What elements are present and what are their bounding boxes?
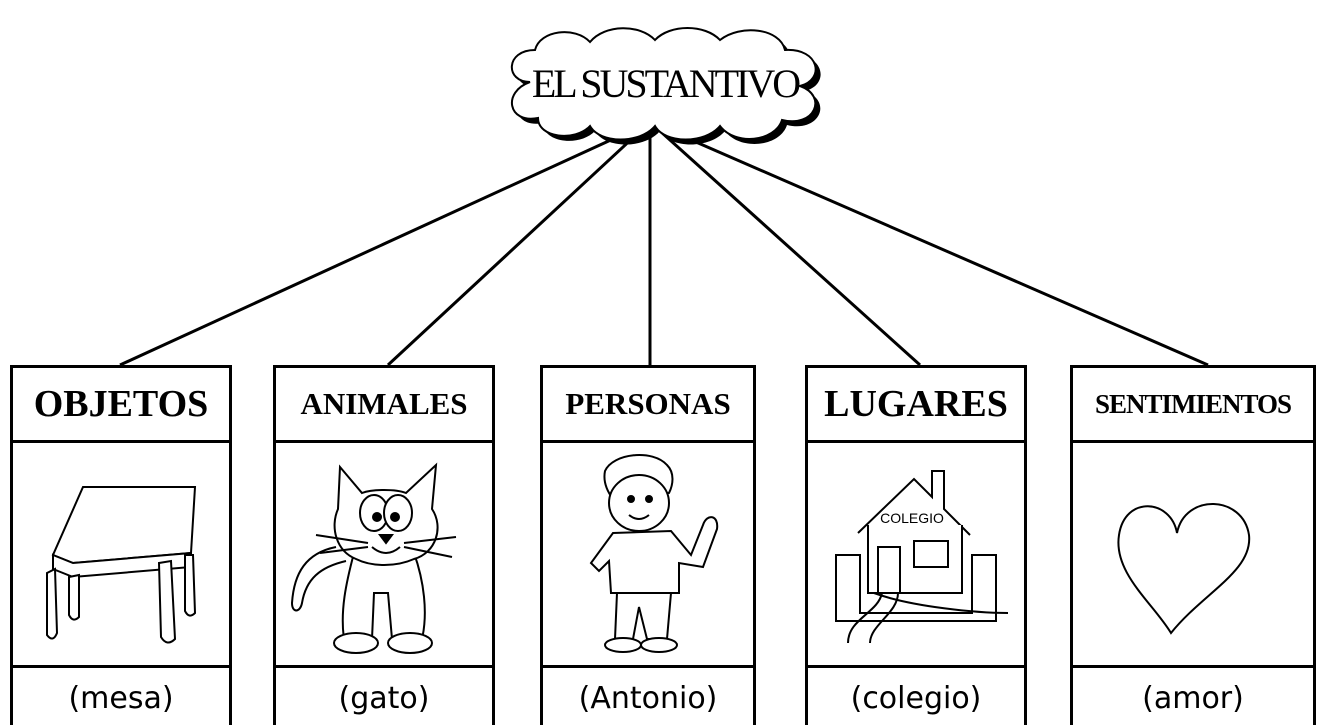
school-sign: COLEGIO: [880, 510, 944, 526]
root-cloud: EL SUSTANTIVO: [490, 20, 840, 150]
category-card-personas: PERSONAS (Antonio): [540, 365, 756, 725]
school-icon: COLEGIO: [835, 470, 1009, 644]
category-example: (mesa): [68, 680, 174, 716]
root-title: EL SUSTANTIVO: [531, 61, 801, 106]
connector-objetos: [119, 120, 651, 367]
card-header: PERSONAS: [543, 368, 753, 443]
card-image: [1073, 443, 1313, 668]
person-icon: [589, 454, 719, 653]
card-header: ANIMALES: [276, 368, 492, 443]
card-footer: (gato): [276, 668, 492, 728]
card-footer: (mesa): [13, 668, 229, 728]
card-footer: (colegio): [808, 668, 1024, 728]
category-card-animales: ANIMALES (gato): [273, 365, 495, 725]
category-example: (amor): [1142, 680, 1244, 716]
category-title: OBJETOS: [33, 383, 209, 425]
cat-icon: [290, 462, 457, 654]
category-card-sentimientos: SENTIMIENTOS (amor): [1070, 365, 1316, 725]
connector-animales: [386, 120, 652, 367]
card-header: SENTIMIENTOS: [1073, 368, 1313, 443]
card-header: OBJETOS: [13, 368, 229, 443]
card-image: [13, 443, 229, 668]
card-footer: (Antonio): [543, 668, 753, 728]
category-example: (gato): [338, 680, 430, 716]
category-example: (colegio): [850, 680, 982, 716]
card-image: [543, 443, 753, 668]
connector-sentimientos: [649, 120, 1209, 367]
card-image: COLEGIO: [808, 443, 1024, 668]
table-icon: [46, 486, 197, 644]
category-title: ANIMALES: [300, 386, 468, 421]
connector-lugares: [648, 120, 922, 367]
category-example: (Antonio): [578, 680, 718, 716]
card-image: [276, 443, 492, 668]
cloud-shape: [510, 27, 821, 145]
card-footer: (amor): [1073, 668, 1313, 728]
category-card-lugares: LUGARES COLEGIO (colegio): [805, 365, 1027, 725]
category-title: PERSONAS: [565, 386, 731, 421]
category-title: LUGARES: [824, 383, 1008, 425]
heart-icon: [1117, 503, 1251, 635]
card-header: LUGARES: [808, 368, 1024, 443]
category-title: SENTIMIENTOS: [1094, 388, 1292, 419]
category-card-objetos: OBJETOS (mesa): [10, 365, 232, 725]
